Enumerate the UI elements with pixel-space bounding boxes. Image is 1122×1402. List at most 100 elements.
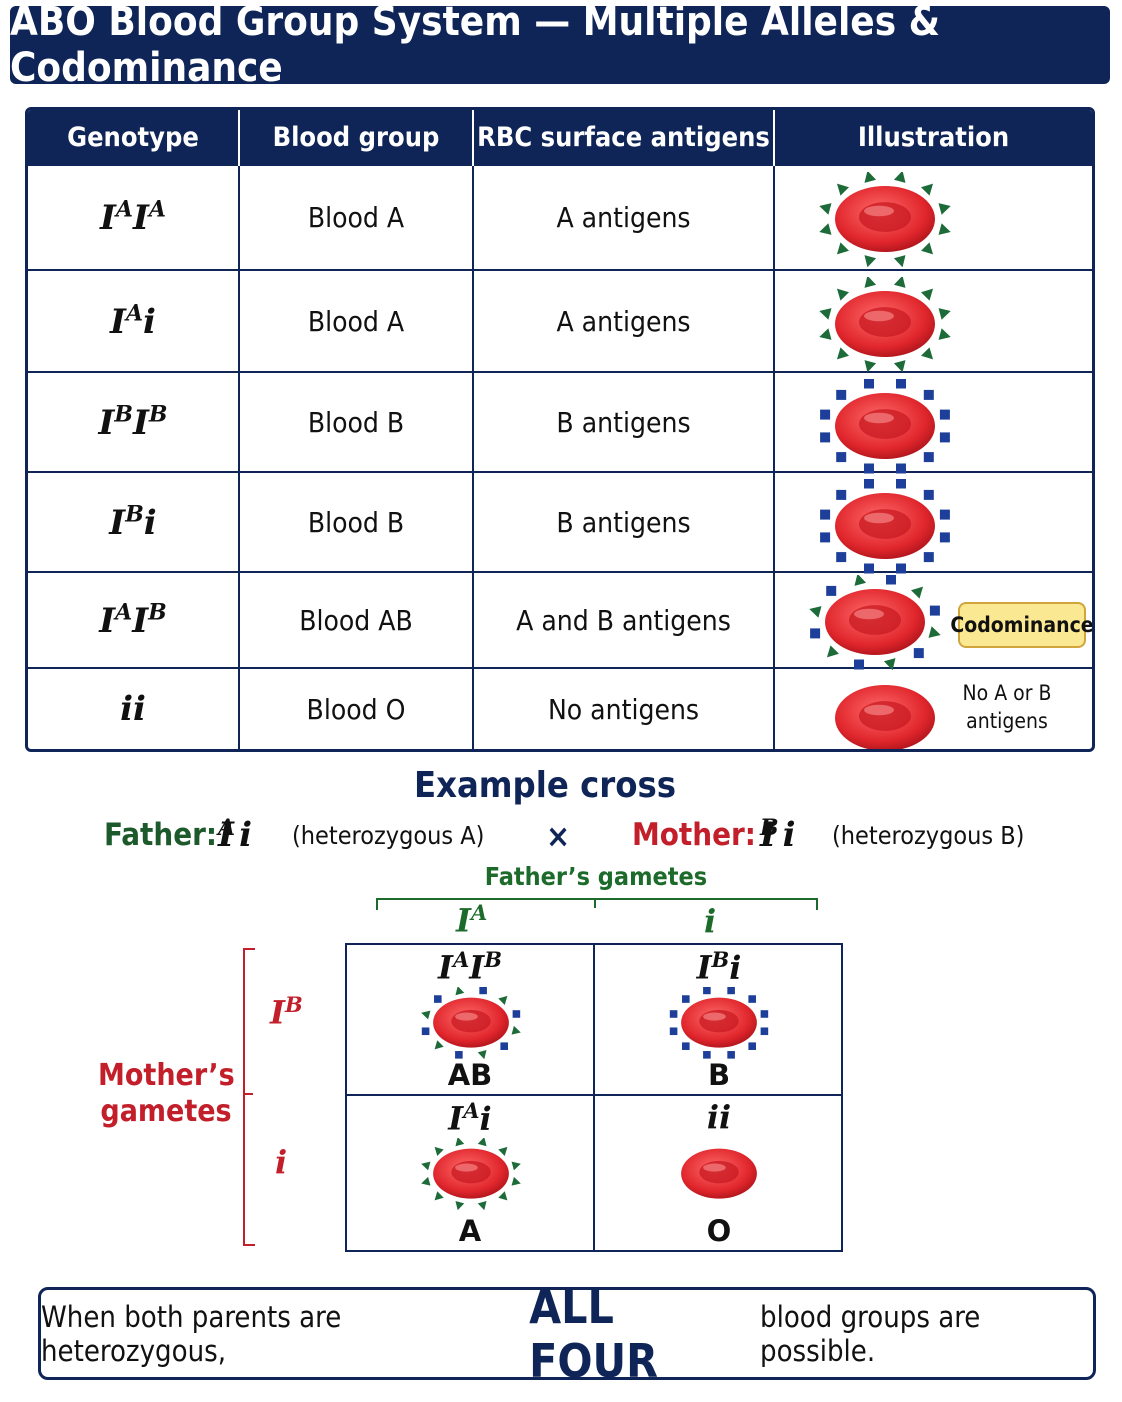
- genotype-allele: I: [133, 402, 149, 443]
- rbc-b-antigens-icon: [820, 479, 950, 574]
- conclusion-text-post: blood groups are possible.: [760, 1299, 981, 1368]
- a-antigen-icon: [498, 1191, 508, 1201]
- genotype-allele: i: [120, 689, 133, 729]
- antigens-cell: B antigens: [473, 471, 775, 572]
- a-antigen-icon: [498, 1146, 508, 1156]
- mother-gamete-1-superscript: B: [284, 992, 303, 1017]
- antigens-cell: A antigens: [473, 269, 775, 372]
- illustration-cell: No A or B antigens: [774, 667, 1092, 749]
- a-antigen-icon: [826, 645, 839, 658]
- title-banner: ABO Blood Group System — Multiple Allele…: [10, 0, 1110, 91]
- a-antigen-icon: [893, 360, 906, 372]
- no-antigens-note: No A or B antigens: [947, 679, 1067, 735]
- b-antigen-icon: [479, 987, 487, 995]
- punnett-allele: I: [438, 948, 453, 987]
- a-antigen-icon: [938, 203, 951, 215]
- a-antigen-icon: [938, 223, 951, 235]
- b-antigen-icon: [455, 1051, 463, 1059]
- a-antigen-icon: [911, 586, 924, 599]
- table-row: ii Blood O No antigens No A or B antigen…: [28, 667, 1092, 749]
- rbc-highlight: [864, 512, 894, 524]
- rbc-highlight: [455, 1163, 478, 1172]
- genotype-superscript: A: [148, 196, 166, 223]
- a-antigen-icon: [455, 1200, 465, 1210]
- genotype-superscript: B: [114, 401, 133, 428]
- b-antigen-icon: [864, 563, 874, 574]
- b-antigen-icon: [896, 379, 906, 389]
- genotype-cell: IBIB: [28, 371, 240, 472]
- antigens-cell: No antigens: [473, 667, 775, 749]
- codominance-badge: Codominance: [950, 602, 1092, 648]
- b-antigen-icon: [929, 605, 940, 616]
- a-antigen-icon: [477, 1200, 487, 1210]
- table-row: IBi Blood B B antigens: [28, 471, 1092, 574]
- a-antigen-icon: [434, 1040, 444, 1050]
- punnett-cell-blood-group: A: [458, 1214, 482, 1248]
- b-antigen-icon: [669, 1027, 678, 1036]
- rbc-highlight: [703, 1163, 726, 1172]
- a-antigen-icon: [421, 1161, 431, 1171]
- b-antigen-icon: [854, 659, 864, 670]
- no-antigens-note-line1: No A or B: [962, 681, 1052, 705]
- a-antigen-icon: [455, 1138, 465, 1147]
- rbc-highlight: [703, 1012, 726, 1021]
- genotype-allele: i: [133, 689, 146, 729]
- mother-gametes-label: Mother’s gametes: [98, 1058, 235, 1130]
- illustration-cell: [774, 164, 1092, 270]
- header-illustration: Illustration: [774, 110, 1092, 165]
- a-antigen-icon: [455, 987, 465, 996]
- punnett-square: IAIB AB IBi B IAi A ii O: [345, 943, 843, 1252]
- rbc-ab-antigens-icon: [421, 987, 521, 1059]
- no-antigens-note-line2: antigens: [966, 709, 1048, 733]
- a-antigen-icon: [819, 328, 832, 340]
- genotype-allele: I: [99, 600, 116, 641]
- b-antigen-icon: [703, 1051, 711, 1059]
- antigens-cell: A and B antigens: [473, 571, 775, 668]
- a-antigen-icon: [864, 172, 877, 183]
- a-antigen-icon: [498, 995, 508, 1005]
- illustration-cell: [774, 471, 1092, 574]
- a-antigen-icon: [511, 1161, 521, 1171]
- a-antigen-icon: [511, 1176, 521, 1186]
- a-antigen-icon: [421, 1010, 431, 1020]
- mother-gamete-2: i: [275, 1143, 288, 1181]
- b-antigen-icon: [939, 409, 950, 420]
- a-antigen-icon: [434, 1146, 444, 1156]
- punnett-cell: IBi B: [595, 945, 843, 1096]
- a-antigen-icon: [854, 575, 867, 586]
- punnett-allele-superscript: B: [484, 947, 502, 972]
- b-antigen-icon: [669, 1010, 678, 1018]
- mother-gamete-1: IB: [270, 992, 303, 1032]
- father-description: (heterozygous A): [292, 821, 485, 850]
- table-row: IAIA Blood A A antigens: [28, 164, 1092, 270]
- rbc-ab-antigens-icon: [809, 575, 941, 670]
- b-antigen-icon: [886, 575, 896, 585]
- page-title: ABO Blood Group System — Multiple Allele…: [10, 0, 941, 91]
- rbc-highlight: [864, 205, 894, 217]
- punnett-allele: i: [719, 1098, 732, 1136]
- a-antigen-icon: [893, 277, 906, 288]
- b-antigen-icon: [836, 389, 847, 400]
- b-antigen-icon: [820, 432, 831, 443]
- genotype-superscript: A: [115, 599, 133, 626]
- illustration-cell: [774, 269, 1092, 372]
- rbc-highlight: [864, 704, 894, 716]
- genotype-allele: I: [109, 502, 126, 543]
- mother-gametes-bracket: [243, 948, 255, 1246]
- table-row: IBIB Blood B B antigens: [28, 371, 1092, 474]
- genotype-superscript: B: [148, 599, 167, 626]
- rbc-highlight: [864, 412, 894, 424]
- genotype-allele: I: [98, 402, 115, 443]
- punnett-cell-blood-group: B: [707, 1058, 731, 1092]
- a-antigen-icon: [836, 288, 849, 301]
- rbc-no-antigens-icon: [835, 685, 935, 749]
- father-gamete-1-superscript: A: [470, 900, 488, 925]
- father-allele-1: I: [218, 815, 234, 855]
- b-antigen-icon: [836, 552, 847, 563]
- blood-group-cell: Blood B: [239, 371, 474, 472]
- header-antigens: RBC surface antigens: [473, 110, 775, 165]
- table-row: IAi Blood A A antigens: [28, 269, 1092, 372]
- b-antigen-icon: [923, 389, 934, 400]
